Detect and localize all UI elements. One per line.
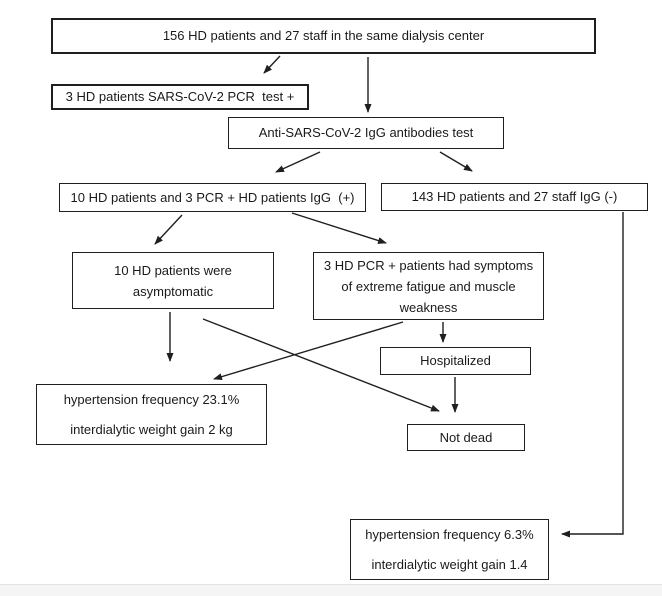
node-igg-negative-label: 143 HD patients and 27 staff IgG (-) — [411, 189, 618, 204]
node-igg-antibodies-test: Anti-SARS-CoV-2 IgG antibodies test — [228, 117, 504, 149]
node-outcome-igg-positive-line: interdialytic weight gain 2 kg — [70, 421, 233, 437]
node-outcome-igg-negative-line: interdialytic weight gain 1.4 — [371, 556, 528, 572]
node-asymptomatic-line: 10 HD patients were — [114, 262, 232, 278]
arrow-iggtest-to-negative — [439, 151, 473, 172]
node-hospitalized-label: Hospitalized — [420, 353, 491, 368]
node-pcr-positive: 3 HD patients SARS-CoV-2 PCR test + — [51, 84, 309, 110]
arrow-iggtest-to-positive — [275, 151, 321, 173]
node-igg-positive-label: 10 HD patients and 3 PCR + HD patients I… — [70, 189, 355, 205]
node-asymptomatic: 10 HD patients were asymptomatic — [72, 252, 274, 309]
node-total-patients: 156 HD patients and 27 staff in the same… — [51, 18, 596, 54]
node-outcome-igg-negative-line: hypertension frequency 6.3% — [365, 526, 534, 542]
node-symptomatic: 3 HD PCR + patients had symptoms of extr… — [313, 252, 544, 320]
node-outcome-igg-negative: hypertension frequency 6.3% interdialyti… — [350, 519, 549, 580]
arrow-negative-to-outcome-elbow — [561, 212, 624, 538]
arrow-positive-to-symptomatic — [291, 212, 387, 244]
node-asymptomatic-line: asymptomatic — [132, 283, 214, 299]
node-hospitalized: Hospitalized — [380, 347, 531, 375]
node-not-dead-label: Not dead — [439, 429, 493, 445]
node-total-patients-label: 156 HD patients and 27 staff in the same… — [162, 28, 485, 43]
arrow-positive-to-asymptomatic — [154, 214, 183, 245]
node-igg-positive: 10 HD patients and 3 PCR + HD patients I… — [59, 183, 366, 212]
node-outcome-igg-positive: hypertension frequency 23.1% interdialyt… — [36, 384, 267, 445]
node-pcr-positive-label: 3 HD patients SARS-CoV-2 PCR test + — [65, 89, 295, 104]
window-bottom-strip — [0, 584, 662, 596]
node-not-dead: Not dead — [407, 424, 525, 451]
arrow-total-to-pcr — [263, 55, 281, 74]
node-igg-negative: 143 HD patients and 27 staff IgG (-) — [381, 183, 648, 211]
node-igg-antibodies-test-label: Anti-SARS-CoV-2 IgG antibodies test — [258, 125, 474, 140]
node-symptomatic-line: 3 HD PCR + patients had symptoms — [323, 257, 534, 273]
node-symptomatic-line: weakness — [399, 299, 458, 315]
node-outcome-igg-positive-line: hypertension frequency 23.1% — [63, 391, 240, 407]
node-symptomatic-line: of extreme fatigue and muscle — [341, 278, 516, 294]
arrow-symptomatic-to-outcome — [213, 321, 404, 381]
